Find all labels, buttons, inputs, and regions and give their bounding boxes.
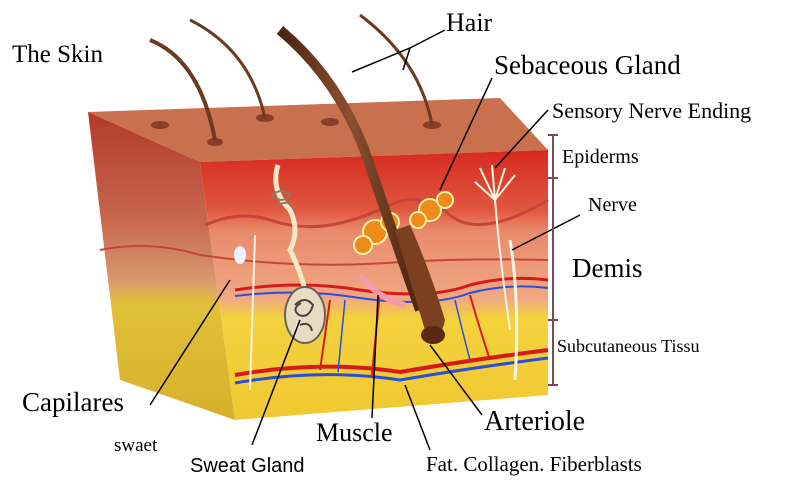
label-muscle: Muscle [316, 420, 393, 446]
label-sensory-nerve-ending: Sensory Nerve Ending [552, 100, 751, 122]
pore [151, 121, 169, 129]
cell-highlight [234, 246, 246, 264]
label-epiderms: Epiderms [562, 147, 639, 167]
label-subcutaneous-tissue: Subcutaneous Tissu [557, 337, 700, 355]
hair-strand [190, 20, 265, 118]
label-sebaceous-gland: Sebaceous Gland [494, 52, 681, 79]
label-demis: Demis [572, 255, 643, 282]
pore [321, 118, 339, 126]
label-fat-collagen-fiberblasts: Fat. Collagen. Fiberblasts [426, 454, 642, 475]
diagram-title: The Skin [12, 42, 103, 67]
label-sweat-gland: Sweat Gland [190, 456, 305, 476]
label-hair: Hair [446, 10, 492, 36]
hair-bulb [421, 326, 445, 344]
label-capilares: Capilares [22, 389, 124, 416]
label-swaet: swaet [114, 436, 157, 455]
label-nerve: Nerve [588, 195, 637, 215]
label-arteriole: Arteriole [484, 408, 585, 436]
